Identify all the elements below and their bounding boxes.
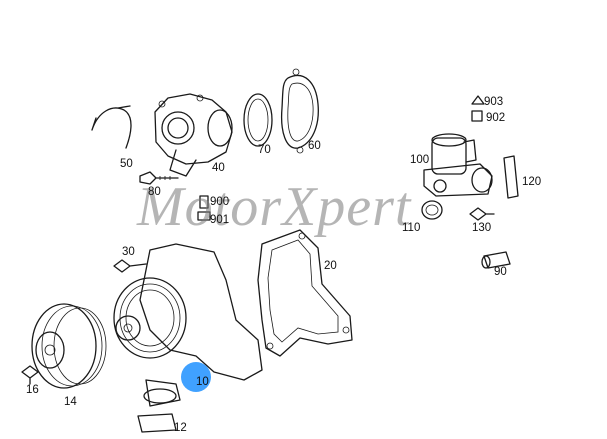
label-16: 16: [26, 384, 39, 396]
part-10-water-pump[interactable]: [113, 243, 263, 407]
part-903-902-small-parts[interactable]: [471, 95, 485, 122]
label-60: 60: [308, 140, 321, 152]
label-50: 50: [120, 158, 133, 170]
label-901: 901: [210, 214, 230, 226]
part-80-bolt[interactable]: [139, 171, 179, 185]
motorxpert-watermark: MotorXpert: [137, 176, 412, 238]
label-14: 14: [64, 396, 77, 408]
label-130: 130: [472, 222, 492, 234]
label-40: 40: [212, 162, 225, 174]
part-90-pipe[interactable]: [481, 251, 511, 269]
part-12-seal[interactable]: [137, 413, 177, 433]
part-120-clip[interactable]: [503, 155, 519, 199]
label-80: 80: [148, 186, 161, 198]
part-14-pulley[interactable]: [31, 303, 107, 389]
part-40-thermostat-housing[interactable]: [154, 93, 233, 177]
part-20-gasket[interactable]: [257, 229, 353, 357]
part-30-bolt[interactable]: [113, 259, 147, 273]
label-20: 20: [324, 260, 337, 272]
part-10-highlight: [181, 362, 211, 392]
label-902: 902: [486, 112, 506, 124]
label-30: 30: [122, 246, 135, 258]
label-120: 120: [522, 176, 542, 188]
part-50-clip[interactable]: [91, 105, 132, 149]
label-10: 10: [196, 376, 209, 388]
part-110-clamp[interactable]: [421, 200, 443, 220]
part-900-901-sensor[interactable]: [197, 195, 211, 221]
label-903: 903: [484, 96, 504, 108]
label-110: 110: [402, 222, 421, 234]
label-900: 900: [210, 196, 230, 208]
label-100: 100: [410, 154, 430, 166]
part-130-bolt[interactable]: [469, 207, 495, 221]
label-90: 90: [494, 266, 507, 278]
part-60-gasket[interactable]: [280, 68, 319, 154]
label-12: 12: [174, 422, 187, 434]
part-16-bolt[interactable]: [21, 365, 39, 385]
part-70-o-ring[interactable]: [243, 93, 273, 147]
label-70: 70: [258, 144, 271, 156]
part-100-electric-pump[interactable]: [423, 133, 493, 197]
